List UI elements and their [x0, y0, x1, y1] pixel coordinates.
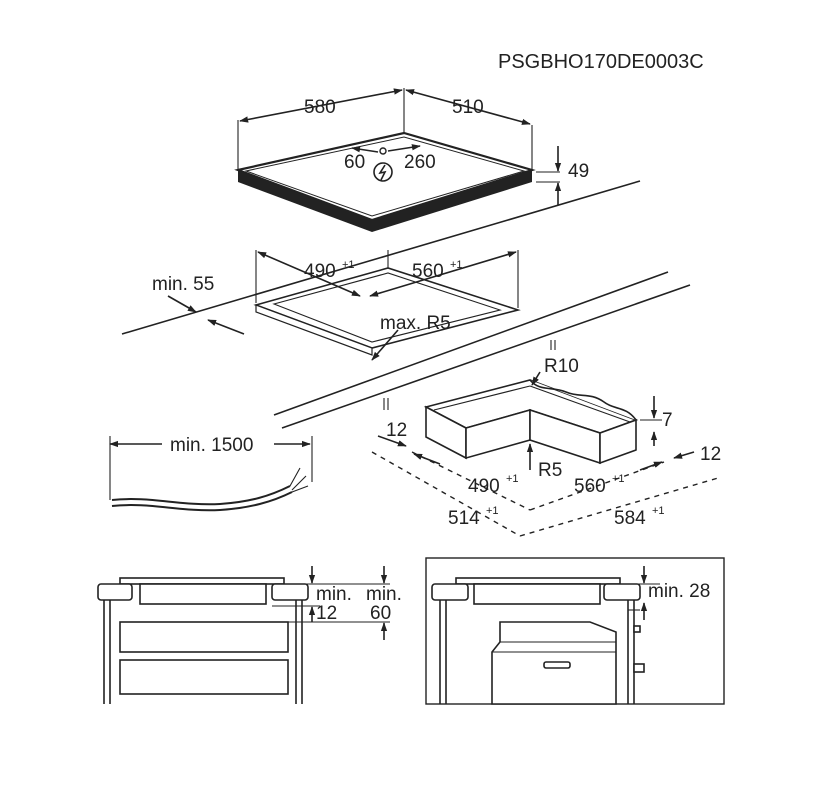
cutout-width-label: 490 [304, 261, 336, 282]
install-left-gap-value-1: 12 [316, 603, 337, 624]
cutout-depth-label: 560 [412, 261, 444, 282]
frame-inner-radius-label: R5 [538, 460, 562, 481]
install-right-drawing [425, 557, 725, 705]
conn-left-label: 60 [344, 152, 365, 173]
frame-outer-depth-tolerance: +1 [652, 505, 665, 517]
frame-thickness-label: 7 [662, 410, 673, 431]
hob-drawing [234, 88, 562, 232]
frame-outer-width-tolerance: +1 [486, 505, 499, 517]
oven-handle-icon [543, 661, 571, 669]
cutout-radius-label: max. R5 [380, 313, 451, 334]
frame-side-left-label: 12 [386, 420, 407, 441]
frame-inner-depth-label: 560 [574, 476, 606, 497]
cutout-min-edge-label: min. 55 [152, 274, 214, 295]
install-right-gap-label: min. 28 [648, 581, 710, 602]
frame-inner-width-label: 490 [468, 476, 500, 497]
install-left-gap-label-1: min. [316, 584, 352, 605]
install-left-gap-value-2: 60 [370, 603, 391, 624]
hob-height-label: 49 [568, 161, 589, 182]
cutout-width-tolerance: +1 [342, 259, 355, 271]
hob-depth-label: 510 [452, 97, 484, 118]
frame-outer-width-label: 514 [448, 508, 480, 529]
cable-wires-icon [289, 467, 309, 493]
conn-right-label: 260 [404, 152, 436, 173]
frame-inner-width-tolerance: +1 [506, 473, 519, 485]
install-left-gap-label-2: min. [366, 584, 402, 605]
frame-side-right-label: 12 [700, 444, 721, 465]
hob-width-label: 580 [304, 97, 336, 118]
frame-outer-depth-label: 584 [614, 508, 646, 529]
frame-outer-radius-label: R10 [544, 356, 579, 377]
frame-inner-depth-tolerance: +1 [612, 473, 625, 485]
cable-drawing [109, 436, 313, 512]
cable-length-label: min. 1500 [170, 435, 253, 456]
cutout-depth-tolerance: +1 [450, 259, 463, 271]
diagram-code: PSGBHO170DE0003C [498, 51, 704, 73]
frame-drawing [371, 371, 719, 537]
cutout-drawing [121, 180, 691, 429]
install-left-drawing [97, 566, 390, 704]
